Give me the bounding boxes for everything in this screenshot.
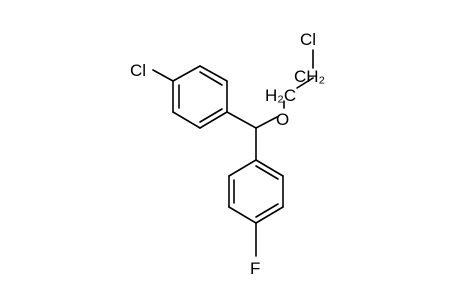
oxygen-label: O — [276, 110, 289, 129]
bond — [255, 206, 284, 224]
bond — [199, 111, 228, 129]
ch-oxygen-bond — [255, 116, 278, 129]
chlorine-ring-label: Cl — [130, 61, 146, 80]
double-bond — [255, 203, 279, 218]
bond — [172, 111, 201, 129]
chlorine-top-label: Cl — [300, 30, 316, 49]
double-bond — [199, 71, 223, 86]
cl-ring-bond — [152, 69, 174, 82]
bond — [199, 65, 228, 82]
bond — [255, 159, 284, 177]
fluorine-label: F — [250, 259, 260, 278]
double-bond — [199, 108, 223, 123]
ring-ch-bond — [226, 111, 257, 129]
bond — [228, 206, 257, 224]
bond — [228, 159, 257, 177]
ch2-upper-label: CH₂ — [294, 67, 325, 86]
ch2-ch2-bond — [296, 77, 314, 89]
fluorophenyl-ring — [228, 159, 284, 224]
chlorophenyl-ring — [172, 65, 228, 129]
bond — [172, 65, 201, 82]
double-bond — [255, 165, 279, 180]
ch2-label: H₂C — [265, 86, 296, 105]
